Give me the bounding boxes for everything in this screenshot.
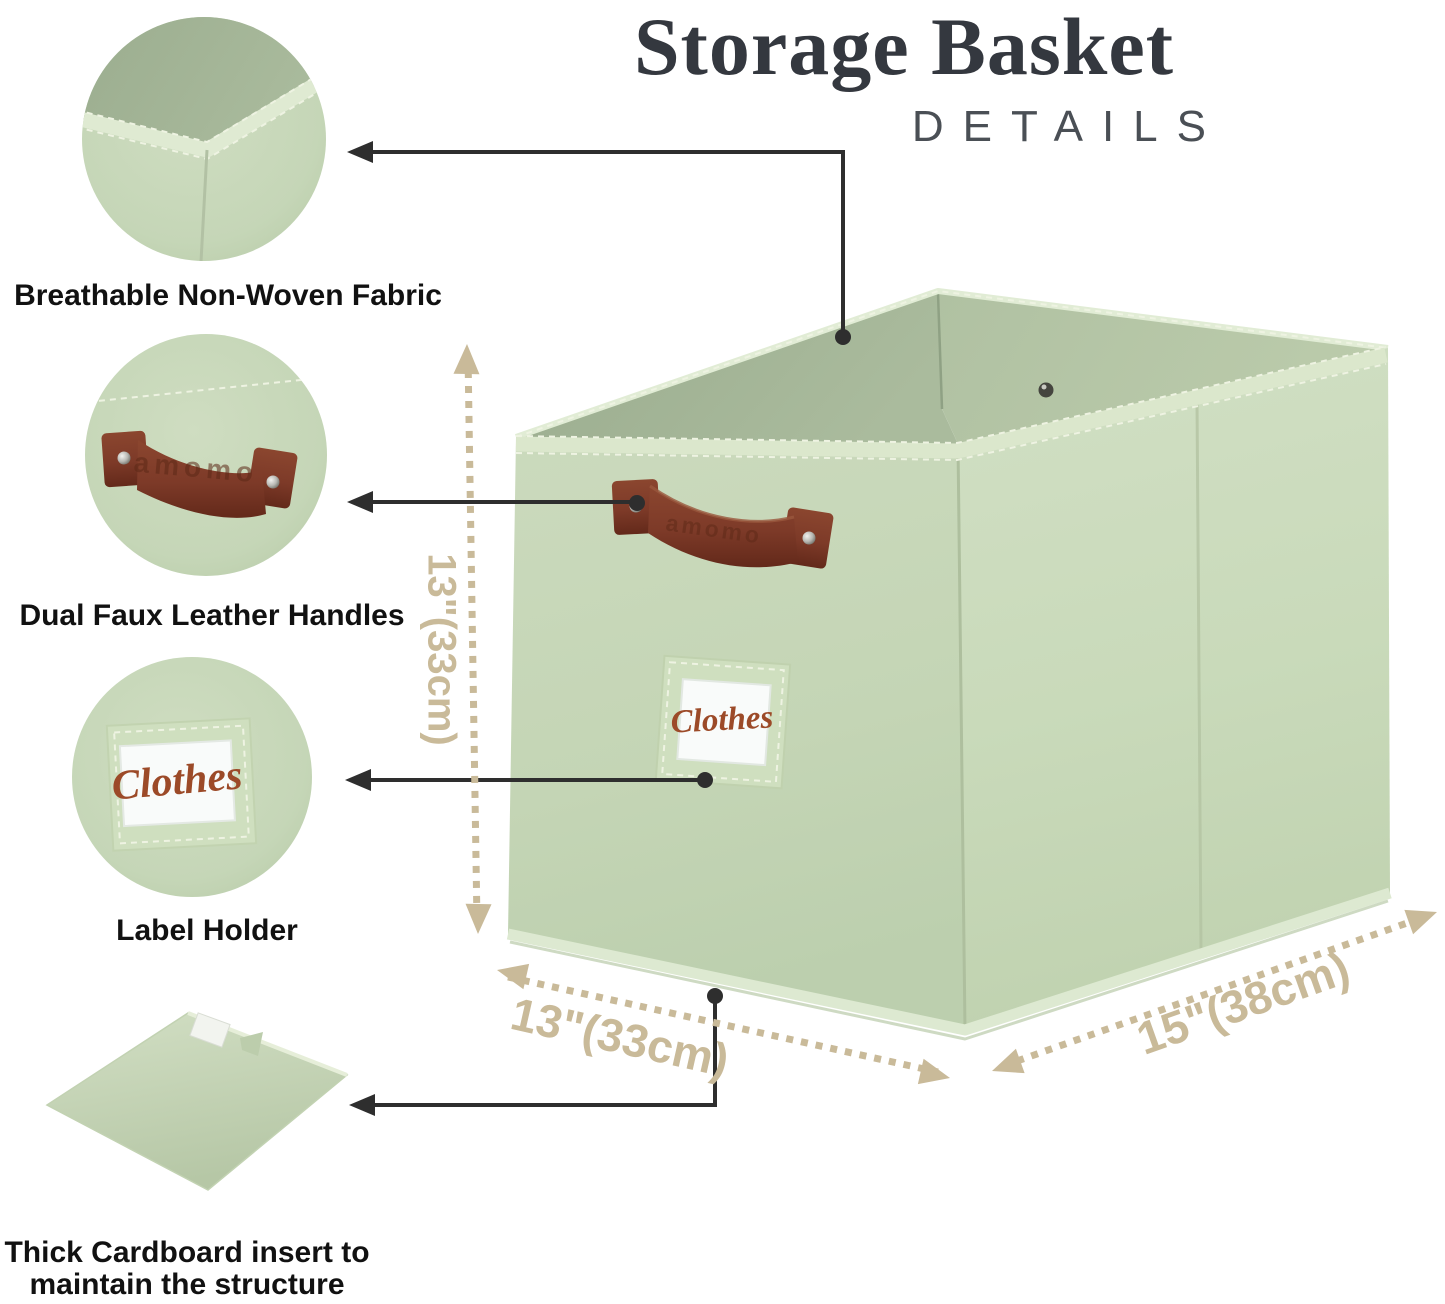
basket-handle — [611, 479, 834, 569]
cardboard-fold-notch — [240, 1032, 263, 1056]
basket-bottom-edge-shadow — [509, 899, 1389, 1041]
basket-interior-corner-seam — [936, 292, 944, 410]
callout-lines — [345, 141, 851, 1116]
basket-bottom-piping — [506, 887, 1392, 1036]
fabric-thumb-seam — [199, 149, 209, 261]
basket-right-face-seam — [1195, 399, 1203, 951]
page-subtitle: DETAILS — [911, 102, 1225, 151]
callout-arrow-cardboard — [349, 1094, 375, 1116]
basket-snap-highlight — [1041, 384, 1047, 390]
basket-back-rim-stitching — [515, 289, 1389, 438]
label-holder-stitching — [661, 661, 785, 783]
basket-front-corner-seam — [956, 443, 967, 1031]
feature-label-cardboard-line2: maintain the structure — [29, 1268, 345, 1301]
basket-interior-left-wall — [516, 291, 958, 444]
callout-line-fabric — [355, 150, 845, 332]
basket-label-holder — [654, 654, 792, 790]
fabric-thumb-detail — [82, 17, 326, 261]
callout-dot-fabric — [835, 329, 851, 345]
handle-thumb-left-rivet — [117, 451, 131, 465]
cardboard-tag — [189, 1012, 231, 1048]
dimension-arrow-width-right — [1404, 909, 1437, 935]
dimension-arrow-depth-left — [497, 963, 530, 990]
handle-top-highlight — [649, 484, 795, 523]
handle-thumb-rim-stitch — [87, 377, 321, 403]
dimension-arrow-height-top — [453, 344, 480, 375]
basket-interior-right-wall — [938, 291, 1388, 444]
feature-label-fabric: Breathable Non-Woven Fabric — [14, 279, 442, 312]
callout-arrow-fabric — [347, 141, 373, 163]
thumbnail-handle — [85, 334, 327, 576]
thumbnail-fabric-corner — [82, 17, 326, 261]
page-title: Storage Basket — [633, 1, 1175, 92]
thumbnail-cardboard-insert — [45, 1011, 349, 1191]
thumbnail-label-holder — [72, 657, 312, 897]
basket-rim-stitch-bottom — [515, 363, 1387, 462]
callout-dot-handle — [629, 495, 645, 511]
fabric-thumb-interior — [82, 17, 326, 150]
feature-label-cardboard-line1: Thick Cardboard insert to — [4, 1236, 370, 1269]
basket-rim-stitch-top — [515, 346, 1387, 445]
basket-right-face — [958, 348, 1390, 1030]
feature-label-holder: Label Holder — [116, 914, 298, 947]
dimension-line-height — [464, 355, 481, 923]
handle-thumb-strap — [137, 440, 266, 518]
handle-thumb-detail — [87, 377, 321, 518]
feature-label-handles: Dual Faux Leather Handles — [19, 599, 405, 632]
handle-right-rivet — [802, 531, 816, 545]
dimension-arrow-width-left — [992, 1048, 1025, 1074]
cardboard-panel — [45, 1012, 349, 1191]
callout-dot-cardboard — [707, 988, 723, 1004]
dimension-line-depth — [507, 973, 939, 1076]
dimension-lines — [453, 344, 1437, 1085]
dimension-label-height: 13"(33cm) — [419, 553, 464, 746]
label-holder-card — [676, 678, 772, 767]
handle-thumb-circle — [85, 334, 327, 576]
label-thumb-card — [118, 739, 236, 828]
storage-basket-illustration — [506, 288, 1392, 1041]
dimension-arrow-depth-right — [917, 1058, 950, 1085]
callout-arrow-label — [345, 769, 371, 791]
label-thumb-detail — [105, 717, 258, 852]
callout-line-cardboard — [357, 1000, 717, 1107]
callout-arrow-handle — [347, 491, 373, 513]
callout-dot-label — [697, 772, 713, 788]
handle-thumb-right-rivet — [266, 475, 280, 489]
dimension-arrow-height-bottom — [465, 903, 492, 934]
fabric-thumb-stitch1 — [82, 68, 326, 144]
basket-snap-button — [1038, 382, 1054, 398]
basket-rim-band — [515, 347, 1388, 459]
